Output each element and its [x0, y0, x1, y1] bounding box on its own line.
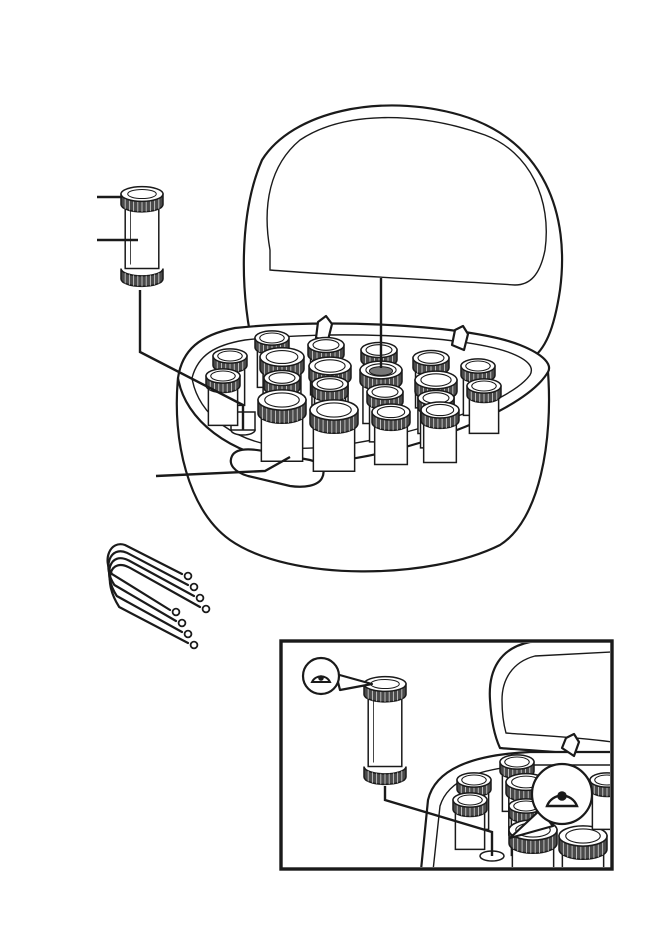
detached-roller	[121, 187, 163, 287]
roller-clips	[108, 544, 210, 648]
tray-roller	[421, 402, 459, 462]
tray-roller	[310, 400, 358, 471]
tray-roller	[206, 369, 240, 425]
inset-tray-roller	[559, 826, 607, 897]
case-lid	[244, 105, 562, 360]
tray-roller	[372, 404, 410, 464]
inset-tray-roller	[590, 773, 624, 829]
tray-roller	[258, 390, 306, 461]
tray-roller	[467, 379, 501, 433]
inset-detail	[281, 638, 624, 897]
loose-roller	[121, 187, 163, 287]
